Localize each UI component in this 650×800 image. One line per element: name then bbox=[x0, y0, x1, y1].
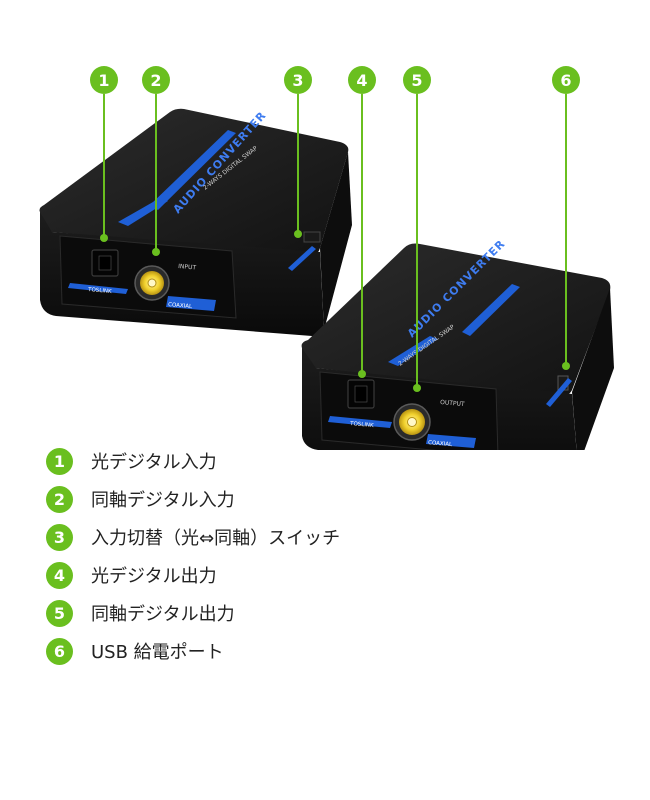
callout-badge-2: 2 bbox=[142, 66, 170, 94]
legend-text-6: USB 給電ポート bbox=[91, 642, 224, 663]
legend-badge-5: 5 bbox=[46, 599, 73, 627]
callout-number-1: 1 bbox=[98, 71, 109, 90]
legend-item-2: 2 同軸デジタル入力 bbox=[46, 483, 235, 515]
callout-badge-1: 1 bbox=[90, 66, 118, 94]
legend-item-4: 4 光デジタル出力 bbox=[46, 559, 217, 591]
legend-badge-2: 2 bbox=[46, 485, 73, 513]
optical-port-shutter bbox=[354, 385, 368, 403]
blue-stripe bbox=[150, 130, 236, 210]
port-group-label: OUTPUT bbox=[440, 399, 465, 408]
leader-dot-3 bbox=[294, 230, 302, 238]
callout-number-5: 5 bbox=[411, 71, 422, 90]
label-stripe bbox=[166, 296, 216, 311]
callout-number-3: 3 bbox=[292, 71, 303, 90]
callout-badges: 1 2 3 4 5 6 bbox=[90, 66, 580, 94]
device-top-face bbox=[301, 243, 611, 397]
converter-right: AUDIO CONVERTER 2-WAYS DIGITAL SWAP TOSL… bbox=[301, 237, 614, 450]
legend-badge-1: 1 bbox=[46, 447, 73, 475]
blue-stripe bbox=[288, 246, 316, 271]
optical-port-label: TOSLINK bbox=[87, 287, 112, 295]
callout-number-4: 4 bbox=[356, 71, 367, 90]
port-group-label: INPUT bbox=[178, 263, 197, 272]
leader-dot-4 bbox=[358, 370, 366, 378]
coaxial-port-label: COAXIAL bbox=[428, 440, 453, 448]
legend-text-2: 同軸デジタル入力 bbox=[91, 490, 235, 511]
optical-port-shutter bbox=[98, 255, 112, 271]
blue-stripe bbox=[546, 378, 572, 407]
legend-text-3: 入力切替（光⇔同軸）スイッチ bbox=[91, 528, 341, 549]
coaxial-port-center bbox=[147, 278, 157, 288]
leader-dot-5 bbox=[413, 384, 421, 392]
callout-badge-3: 3 bbox=[284, 66, 312, 94]
coaxial-port-center bbox=[407, 417, 417, 427]
label-stripe bbox=[426, 434, 476, 448]
leader-dot-1 bbox=[100, 234, 108, 242]
callout-badge-6: 6 bbox=[552, 66, 580, 94]
converter-left: AUDIO CONVERTER 2-WAYS DIGITAL SWAP TOSL… bbox=[39, 108, 352, 337]
product-diagram: AUDIO CONVERTER 2-WAYS DIGITAL SWAP TOSL… bbox=[39, 66, 614, 450]
label-stripe bbox=[68, 283, 128, 294]
callout-number-2: 2 bbox=[150, 71, 161, 90]
leader-dot-6 bbox=[562, 362, 570, 370]
legend-badge-6: 6 bbox=[46, 637, 73, 665]
device-top-face bbox=[39, 108, 349, 256]
blue-stripe bbox=[388, 336, 438, 366]
label-stripe bbox=[328, 416, 392, 428]
legend-badge-3: 3 bbox=[46, 523, 73, 551]
legend-item-6: 6 USB 給電ポート bbox=[46, 635, 224, 667]
leader-dot-2 bbox=[152, 248, 160, 256]
legend-text-5: 同軸デジタル出力 bbox=[91, 604, 235, 625]
optical-port-label: TOSLINK bbox=[349, 421, 374, 429]
device-right-side bbox=[320, 152, 352, 330]
legend-item-3: 3 入力切替（光⇔同軸）スイッチ bbox=[46, 521, 340, 553]
blue-stripe bbox=[462, 284, 520, 336]
coaxial-port-label: COAXIAL bbox=[168, 302, 193, 310]
legend-badge-4: 4 bbox=[46, 561, 73, 589]
legend-text-1: 光デジタル入力 bbox=[91, 452, 217, 473]
callout-number-6: 6 bbox=[560, 71, 571, 90]
legend-item-5: 5 同軸デジタル出力 bbox=[46, 597, 235, 629]
leader-lines bbox=[100, 94, 570, 392]
legend-text-4: 光デジタル出力 bbox=[91, 566, 217, 587]
callout-badge-5: 5 bbox=[403, 66, 431, 94]
callout-badge-4: 4 bbox=[348, 66, 376, 94]
device-right-side bbox=[572, 288, 614, 450]
legend-item-1: 1 光デジタル入力 bbox=[46, 445, 217, 477]
input-switch bbox=[303, 231, 321, 243]
